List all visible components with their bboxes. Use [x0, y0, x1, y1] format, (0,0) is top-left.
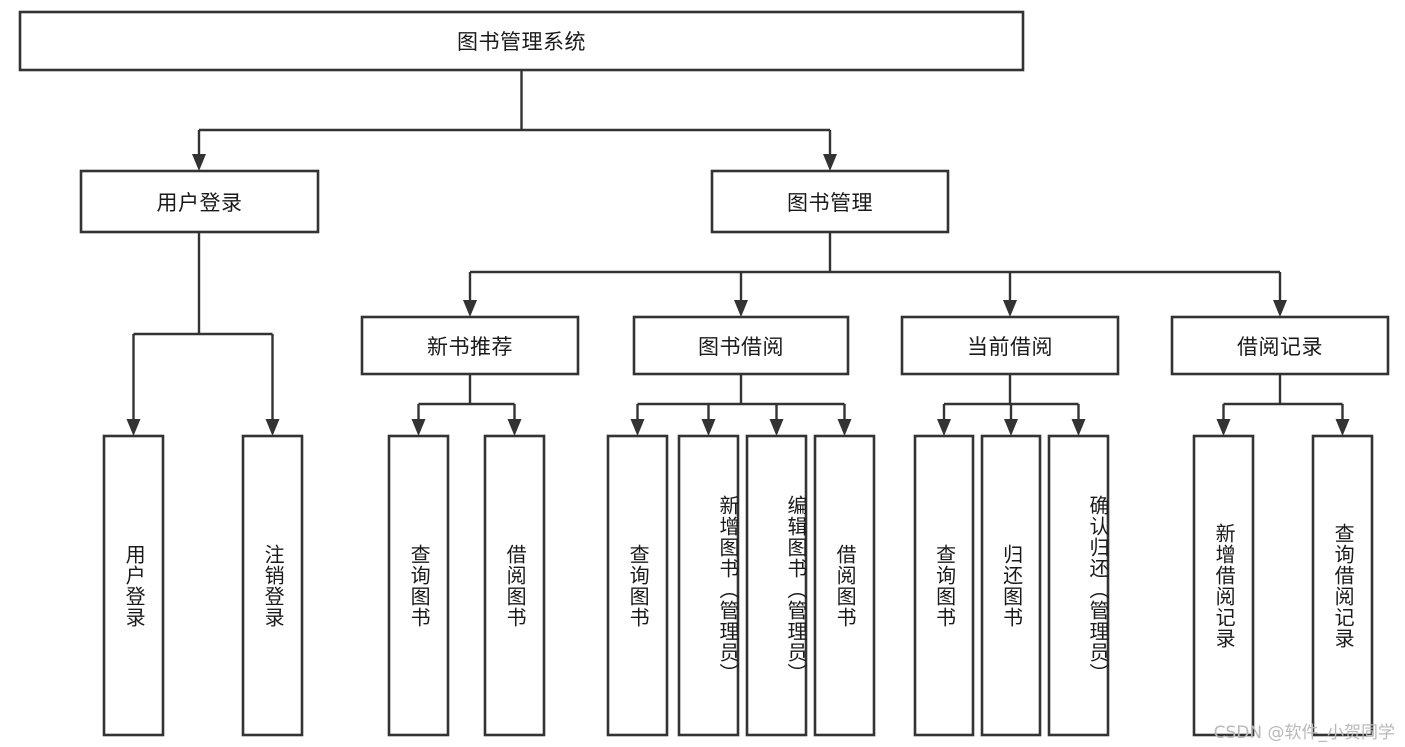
node-box-leaf-edit-book[interactable]: [745, 434, 808, 737]
arrow-bookborrow-leaf-2: [701, 419, 716, 436]
arrow-newbook-leaf-1: [411, 419, 426, 436]
node-box-leaf-query-book-cur[interactable]: [913, 434, 975, 737]
arrow-bookmgmt-to-book-borrow: [734, 300, 748, 317]
arrow-bookmgmt-to-borrow-record: [1273, 300, 1287, 317]
arrow-currentborrow-leaf-3: [1071, 419, 1086, 436]
arrow-currentborrow-leaf-2: [1004, 419, 1018, 436]
arrow-borrowrecord-leaf-2: [1335, 419, 1350, 436]
arrow-bookborrow-leaf-3: [769, 419, 784, 436]
arrow-root-to-book-management: [823, 154, 837, 171]
node-box-leaf-logout[interactable]: [241, 434, 304, 737]
node-box-leaf-borrow-book[interactable]: [813, 434, 876, 737]
node-box-leaf-user-login[interactable]: [102, 434, 165, 737]
node-box-current-borrow[interactable]: [900, 315, 1120, 376]
arrow-bookborrow-leaf-1: [630, 419, 645, 436]
arrow-root-to-user-login: [192, 154, 206, 171]
arrow-bookmgmt-to-current-borrow: [1003, 300, 1017, 317]
arrow-borrowrecord-leaf-1: [1216, 419, 1231, 436]
arrow-bookmgmt-to-new-book: [463, 300, 477, 317]
arrow-user-login-leaf-1: [126, 419, 141, 436]
node-box-new-book-recommend[interactable]: [360, 315, 580, 376]
arrow-newbook-leaf-2: [507, 419, 522, 436]
connectors: [126, 70, 1350, 436]
node-box-book-management[interactable]: [710, 169, 950, 234]
node-box-leaf-query-book-rec[interactable]: [387, 434, 450, 737]
arrow-bookborrow-leaf-4: [837, 419, 852, 436]
node-box-leaf-return-book[interactable]: [980, 434, 1042, 737]
arrow-currentborrow-leaf-1: [937, 419, 951, 436]
node-box-leaf-add-book[interactable]: [677, 434, 740, 737]
node-box-leaf-add-record[interactable]: [1192, 434, 1255, 737]
arrow-user-login-leaf-2: [265, 419, 280, 436]
node-box-user-login[interactable]: [79, 169, 320, 234]
csdn-watermark: CSDN @软件_小贺同学: [1213, 723, 1395, 743]
node-box-root[interactable]: [18, 10, 1025, 72]
node-box-book-borrow[interactable]: [632, 315, 850, 376]
node-box-leaf-query-record[interactable]: [1311, 434, 1374, 737]
node-box-leaf-borrow-book-rec[interactable]: [483, 434, 546, 737]
node-box-borrow-record[interactable]: [1170, 315, 1390, 376]
node-boxes: [18, 10, 1390, 737]
node-box-leaf-query-book-borrow[interactable]: [606, 434, 669, 737]
node-box-leaf-confirm-return[interactable]: [1047, 434, 1110, 737]
